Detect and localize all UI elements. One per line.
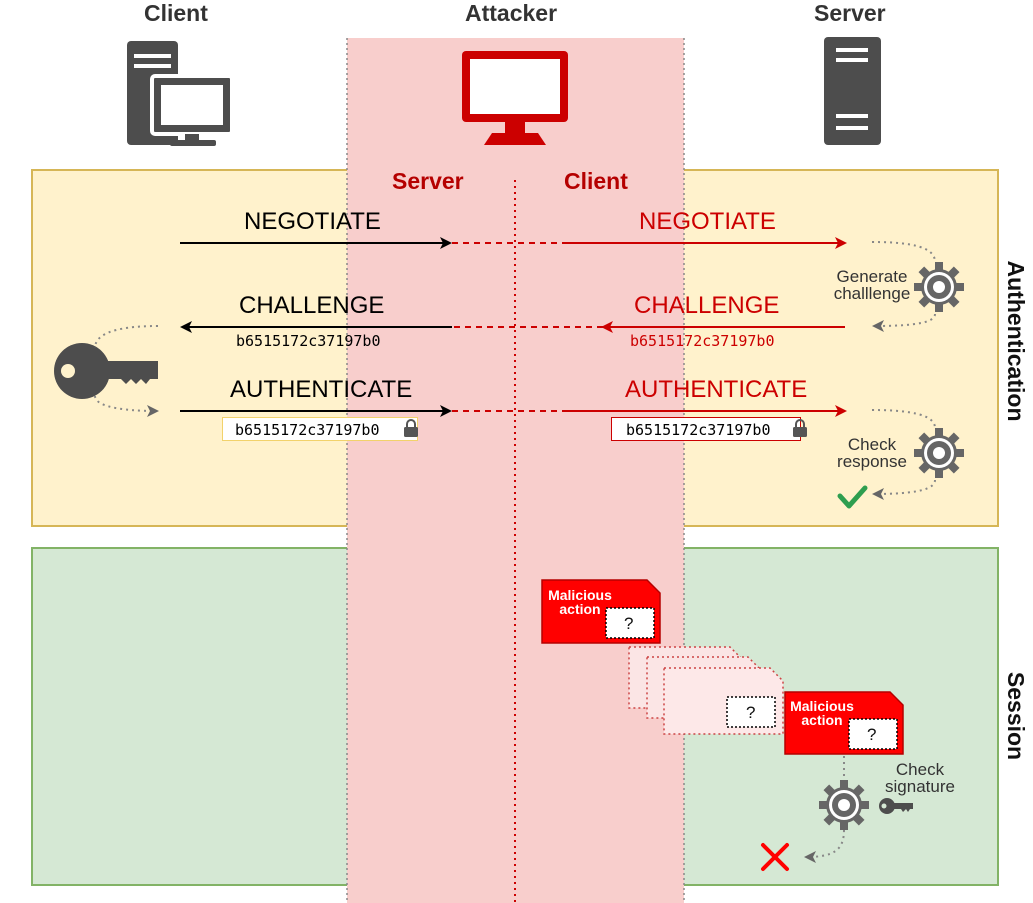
authenticate-token-attacker: b6515172c37197b0 xyxy=(626,421,771,439)
attacker-client-role: Client xyxy=(564,168,628,194)
server-tower-icon xyxy=(824,37,881,145)
malicious-action-doc-1 xyxy=(541,579,661,644)
server-header: Server xyxy=(814,0,886,26)
authenticate-label-attacker: AUTHENTICATE xyxy=(625,376,808,403)
malicious-action-title-2: Malicious action xyxy=(790,698,854,728)
challenge-label-client: CHALLENGE xyxy=(239,292,385,319)
malicious-action-placeholder-1: ? xyxy=(624,614,634,633)
authentication-phase-label: Authentication xyxy=(1003,260,1029,422)
check-signature-note: Check signature xyxy=(885,760,955,796)
client-computer-icon xyxy=(127,41,234,146)
key-icon xyxy=(54,343,158,399)
malicious-action-doc-2 xyxy=(784,691,904,755)
negotiate-label-attacker: NEGOTIATE xyxy=(639,208,776,235)
check-signature-gear-icon xyxy=(819,780,869,830)
challenge-label-attacker: CHALLENGE xyxy=(634,292,780,319)
malicious-action-title-1: Malicious action xyxy=(548,587,612,617)
authenticate-token-client: b6515172c37197b0 xyxy=(235,421,380,439)
session-phase-label: Session xyxy=(1003,671,1029,761)
lock-icon xyxy=(404,419,418,437)
malicious-action-placeholder-2: ? xyxy=(867,725,877,744)
client-header: Client xyxy=(144,0,208,26)
replayed-messages-stack xyxy=(628,646,784,735)
attacker-server-role: Server xyxy=(392,168,464,194)
authenticate-token-box-attacker: b6515172c37197b0 xyxy=(611,417,807,441)
negotiate-label-client: NEGOTIATE xyxy=(244,208,381,235)
rejected-cross-icon xyxy=(761,843,789,871)
challenge-token-client: b6515172c37197b0 xyxy=(236,332,381,350)
generate-challenge-note: Generate challlenge xyxy=(833,267,911,303)
signature-key-icon xyxy=(879,798,913,814)
success-check-icon xyxy=(837,485,868,509)
attacker-monitor-icon xyxy=(462,51,568,145)
authenticate-label-client: AUTHENTICATE xyxy=(230,376,413,403)
attacker-zone xyxy=(347,38,684,903)
lock-icon xyxy=(793,419,807,437)
check-response-note: Check response xyxy=(837,435,907,471)
challenge-token-attacker: b6515172c37197b0 xyxy=(630,332,775,350)
attacker-header: Attacker xyxy=(465,0,558,26)
replayed-placeholder: ? xyxy=(746,703,756,722)
authenticate-token-box-client: b6515172c37197b0 xyxy=(222,417,418,441)
